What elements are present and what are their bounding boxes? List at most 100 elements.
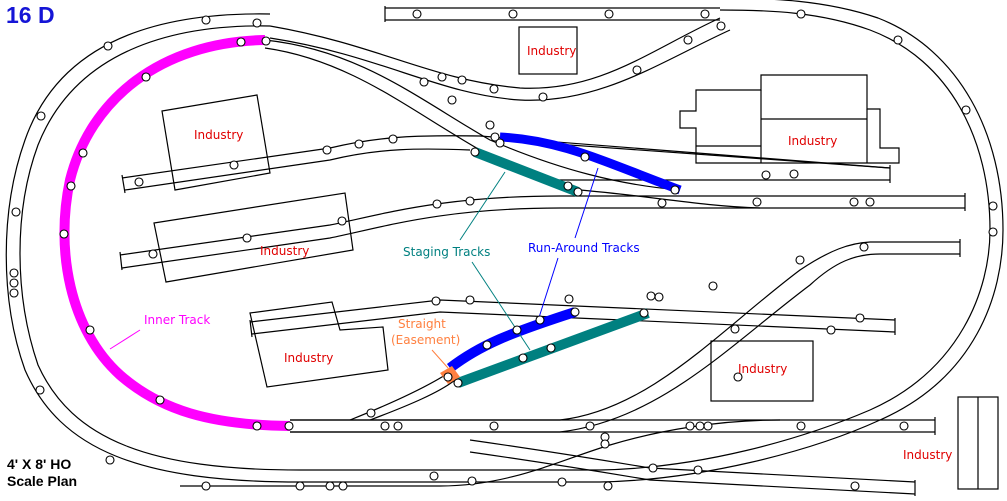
industry-building-bottom-right xyxy=(957,396,999,490)
track-joint xyxy=(229,160,239,170)
plan-scale-line1: 4' X 8' HO xyxy=(7,456,72,472)
track-joint xyxy=(489,421,499,431)
track-joint xyxy=(538,92,548,102)
track-joint xyxy=(261,36,271,46)
track-joint xyxy=(419,77,429,87)
track-joint xyxy=(988,227,998,237)
track-joint xyxy=(685,421,695,431)
track-joint xyxy=(600,439,610,449)
track-joint xyxy=(657,198,667,208)
lower-right-curve-track xyxy=(290,239,961,433)
track-joint xyxy=(470,147,480,157)
track-joint xyxy=(485,120,495,130)
track-joint xyxy=(35,385,45,395)
track-joint xyxy=(752,197,762,207)
track-joint xyxy=(432,199,442,209)
inner-track-highlight xyxy=(59,35,291,431)
industry-label-top-center: Industry xyxy=(527,44,576,58)
track-joint xyxy=(78,148,88,158)
track-joint xyxy=(354,139,364,149)
track-joint xyxy=(716,21,726,31)
track-joint xyxy=(535,315,545,325)
track-joint xyxy=(648,463,658,473)
track-joint xyxy=(412,9,422,19)
industry-building-lower-left xyxy=(249,301,389,388)
track-joint xyxy=(585,421,595,431)
track-joint xyxy=(654,292,664,302)
track-joint xyxy=(103,41,113,51)
track-joint xyxy=(437,72,447,82)
track-joint xyxy=(683,35,693,45)
track-joint xyxy=(700,9,710,19)
track-joint xyxy=(252,421,262,431)
plan-title: 16 D xyxy=(6,2,55,28)
track-joint xyxy=(570,307,580,317)
track-joint xyxy=(36,111,46,121)
easement-leader xyxy=(431,349,449,369)
track-joint xyxy=(9,268,19,278)
straight-label: Straight xyxy=(398,317,446,331)
track-joint xyxy=(849,197,859,207)
track-joint xyxy=(366,408,376,418)
track-joint xyxy=(453,378,463,388)
track-joint xyxy=(322,145,332,155)
industry-label-upper-right: Industry xyxy=(788,134,837,148)
track-joint xyxy=(961,105,971,115)
plan-scale-caption: 4' X 8' HO Scale Plan xyxy=(7,456,77,490)
industry-building-upper-left xyxy=(161,94,271,191)
track-joint xyxy=(670,185,680,195)
track-joint xyxy=(693,465,703,475)
outer-loop-track xyxy=(5,0,1004,483)
track-joint xyxy=(563,181,573,191)
plan-scale-line2: Scale Plan xyxy=(7,473,78,489)
easement-label: (Easement) xyxy=(391,333,460,347)
industry-label-lower-left: Industry xyxy=(284,351,333,365)
track-joint xyxy=(393,421,403,431)
top-crossover-track xyxy=(264,6,731,191)
track-joint xyxy=(564,294,574,304)
track-joint xyxy=(703,421,713,431)
track-joint xyxy=(893,35,903,45)
track-joint xyxy=(557,477,567,487)
track-joint xyxy=(708,281,718,291)
track-joint xyxy=(429,471,439,481)
industry-label-upper-left: Industry xyxy=(194,128,243,142)
track-joint xyxy=(236,37,246,47)
industry-label-bottom-right: Industry xyxy=(903,448,952,462)
track-joint xyxy=(252,18,262,28)
track-joint xyxy=(573,187,583,197)
track-joint xyxy=(855,313,865,323)
track-joint xyxy=(380,421,390,431)
track-joint xyxy=(447,95,457,105)
industry-building-top-center xyxy=(518,26,578,75)
track-joint xyxy=(632,65,642,75)
staging-track-upper xyxy=(473,147,580,197)
staging-tracks-label: Staging Tracks xyxy=(403,245,490,259)
track-joint xyxy=(603,481,613,491)
track-joint xyxy=(59,229,69,239)
track-joint xyxy=(9,278,19,288)
track-joint xyxy=(284,421,294,431)
track-joint xyxy=(201,481,211,491)
track-joint xyxy=(85,325,95,335)
track-joint xyxy=(795,255,805,265)
staging-leader-upper xyxy=(459,171,506,241)
track-joint xyxy=(730,324,740,334)
track-joint xyxy=(695,421,705,431)
track-joint xyxy=(646,291,656,301)
industry-label-mid-left: Industry xyxy=(260,244,309,258)
track-joint xyxy=(899,421,909,431)
industry-label-lower-center: Industry xyxy=(738,362,787,376)
staging-leader-lower xyxy=(471,261,531,351)
track-joint xyxy=(508,9,518,19)
track-joint xyxy=(988,201,998,211)
track-joint xyxy=(482,340,492,350)
track-joint xyxy=(457,75,467,85)
track-joint xyxy=(865,197,875,207)
track-joint xyxy=(495,138,505,148)
track-joint xyxy=(859,242,869,252)
track-joint xyxy=(337,216,347,226)
track-joint xyxy=(604,9,614,19)
track-joints xyxy=(9,9,998,491)
inner-track-label: Inner Track xyxy=(144,313,210,327)
